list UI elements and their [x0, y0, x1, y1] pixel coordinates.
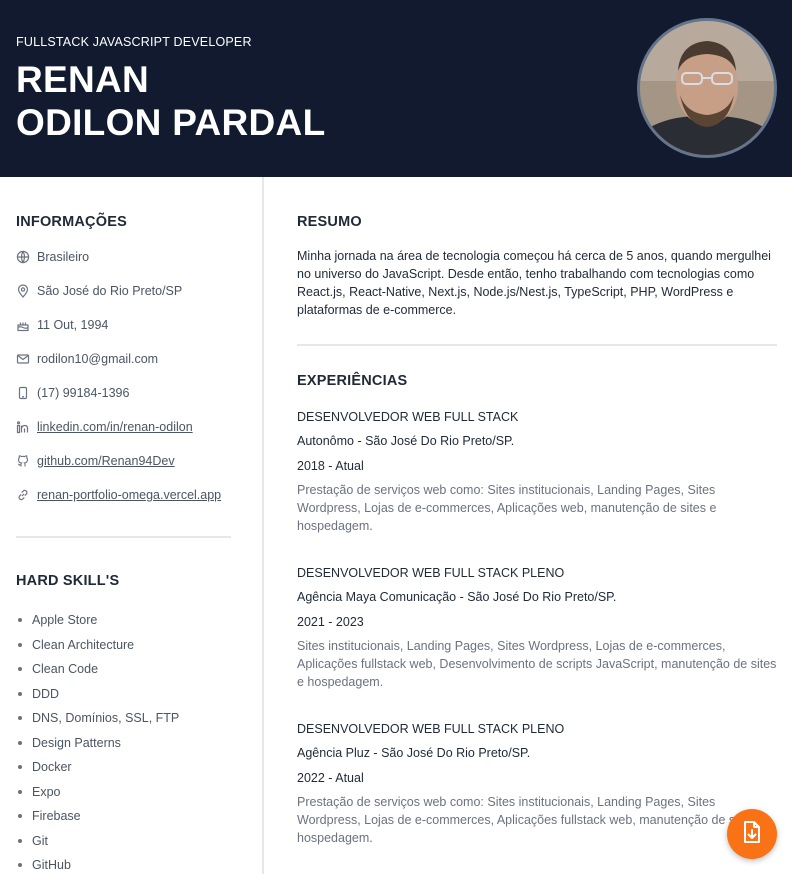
info-birthday: 11 Out, 1994 — [16, 316, 108, 334]
download-file-icon — [739, 819, 765, 850]
globe-icon — [16, 250, 30, 264]
summary-text: Minha jornada na área de tecnologia come… — [297, 249, 771, 317]
experience-item: DESENVOLVEDOR WEB FULL STACK PLENO Agênc… — [297, 720, 777, 847]
skill-item: Clean Architecture — [16, 636, 179, 661]
experience-period: 2022 - Atual — [297, 771, 364, 785]
info-github[interactable]: github.com/Renan94Dev — [16, 452, 175, 470]
experience-role: DESENVOLVEDOR WEB FULL STACK — [297, 410, 519, 424]
info-nationality-text: Brasileiro — [37, 250, 90, 264]
skill-item: DDD — [16, 685, 179, 710]
sidebar-divider — [16, 536, 231, 538]
skill-item: Firebase — [16, 807, 179, 832]
skill-item: Docker — [16, 758, 179, 783]
linkedin-icon — [16, 420, 30, 434]
experience-company: Agência Pluz - São José Do Rio Preto/SP. — [297, 746, 531, 760]
skills-section-title: HARD SKILL'S — [16, 573, 120, 589]
experience-company: Autonômo - São José Do Rio Preto/SP. — [297, 434, 515, 448]
info-phone[interactable]: (17) 99184-1396 — [16, 384, 129, 402]
name-line-1: RENAN — [16, 59, 150, 100]
github-link[interactable]: github.com/Renan94Dev — [37, 454, 175, 468]
main-content: RESUMO Minha jornada na área de tecnolog… — [297, 177, 777, 874]
portfolio-link[interactable]: renan-portfolio-omega.vercel.app — [37, 488, 222, 502]
mail-icon — [16, 352, 30, 366]
github-icon — [16, 454, 30, 468]
experience-item: DESENVOLVEDOR WEB FULL STACK PLENO Agênc… — [297, 564, 777, 691]
experience-section-title: EXPERIÊNCIAS — [297, 373, 408, 389]
experience-period: 2018 - Atual — [297, 459, 364, 473]
experience-role: DESENVOLVEDOR WEB FULL STACK PLENO — [297, 722, 565, 736]
experience-company: Agência Maya Comunicação - São José Do R… — [297, 590, 617, 604]
name-line-2: ODILON PARDAL — [16, 102, 326, 143]
experience-item: DESENVOLVEDOR WEB FULL STACK Autonômo - … — [297, 408, 777, 535]
skills-list: Apple Store Clean Architecture Clean Cod… — [16, 611, 179, 874]
experience-description: Sites institucionais, Landing Pages, Sit… — [297, 639, 777, 689]
info-email[interactable]: rodilon10@gmail.com — [16, 350, 158, 368]
skill-item: Design Patterns — [16, 734, 179, 759]
main-divider — [297, 344, 777, 346]
skill-item: Apple Store — [16, 611, 179, 636]
experience-role: DESENVOLVEDOR WEB FULL STACK PLENO — [297, 566, 565, 580]
experience-description: Prestação de serviços web como: Sites in… — [297, 483, 717, 533]
full-name: RENAN ODILON PARDAL — [16, 58, 325, 144]
skill-item: GitHub — [16, 856, 179, 874]
info-nationality: Brasileiro — [16, 248, 89, 266]
skill-item: DNS, Domínios, SSL, FTP — [16, 709, 179, 734]
info-birthday-text: 11 Out, 1994 — [37, 318, 109, 332]
info-section-title: INFORMAÇÕES — [16, 214, 127, 230]
sidebar: INFORMAÇÕES Brasileiro São José do Rio P… — [0, 177, 264, 874]
summary-section-title: RESUMO — [297, 214, 362, 230]
experience-description: Prestação de serviços web como: Sites in… — [297, 795, 766, 845]
info-linkedin[interactable]: linkedin.com/in/renan-odilon — [16, 418, 193, 436]
linkedin-link[interactable]: linkedin.com/in/renan-odilon — [37, 420, 193, 434]
info-portfolio[interactable]: renan-portfolio-omega.vercel.app — [16, 486, 221, 504]
info-phone-text[interactable]: (17) 99184-1396 — [37, 386, 130, 400]
skill-item: Clean Code — [16, 660, 179, 685]
info-location: São José do Rio Preto/SP — [16, 282, 182, 300]
download-pdf-button[interactable] — [727, 809, 777, 859]
info-location-text: São José do Rio Preto/SP — [37, 284, 183, 298]
cake-icon — [16, 318, 30, 332]
phone-icon — [16, 386, 30, 400]
link-icon — [16, 488, 30, 502]
info-email-text[interactable]: rodilon10@gmail.com — [37, 352, 159, 366]
job-title: FULLSTACK JAVASCRIPT DEVELOPER — [16, 35, 252, 49]
location-pin-icon — [16, 284, 30, 298]
experience-period: 2021 - 2023 — [297, 615, 364, 629]
skill-item: Expo — [16, 783, 179, 808]
header: FULLSTACK JAVASCRIPT DEVELOPER RENAN ODI… — [0, 0, 792, 177]
skill-item: Git — [16, 832, 179, 857]
avatar — [637, 18, 777, 158]
